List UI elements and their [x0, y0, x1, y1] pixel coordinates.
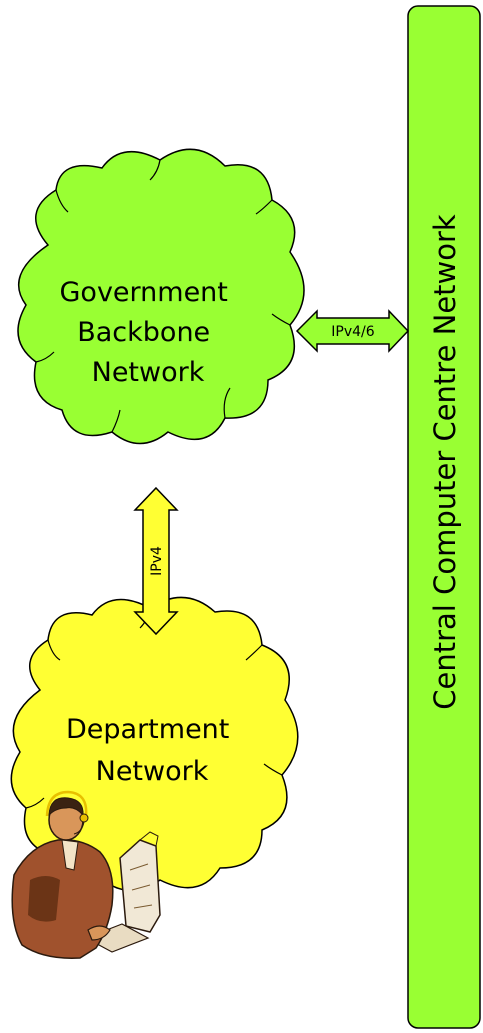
ipv4-arrow: IPv4 — [133, 486, 179, 636]
central-network-label: Central Computer Centre Network — [428, 214, 462, 710]
svg-text:Government Backbone: Government Backbone Network — [60, 277, 237, 388]
government-label-line-1: Government — [60, 277, 228, 308]
government-label-line-2: Backbone — [77, 317, 210, 348]
svg-text:Department Network: Department Network — [66, 714, 238, 787]
government-backbone-cloud: Government Backbone Network — [17, 148, 305, 445]
central-network-bar-shape — [407, 5, 481, 1029]
ipv4-6-arrow: IPv4/6 — [295, 309, 410, 353]
ipv4-6-arrow-shape — [295, 309, 410, 353]
central-network-bar: Central Computer Centre Network — [407, 5, 481, 1029]
person-at-computer-icon — [11, 790, 161, 959]
ipv4-arrow-shape — [133, 486, 179, 636]
government-label-line-3: Network — [92, 357, 205, 388]
government-backbone-cloud-shape — [17, 148, 305, 445]
department-label-line-2: Network — [96, 756, 209, 787]
department-label-line-1: Department — [66, 714, 229, 745]
ipv4-label: IPv4 — [149, 546, 165, 576]
ipv4-6-label: IPv4/6 — [331, 324, 374, 340]
